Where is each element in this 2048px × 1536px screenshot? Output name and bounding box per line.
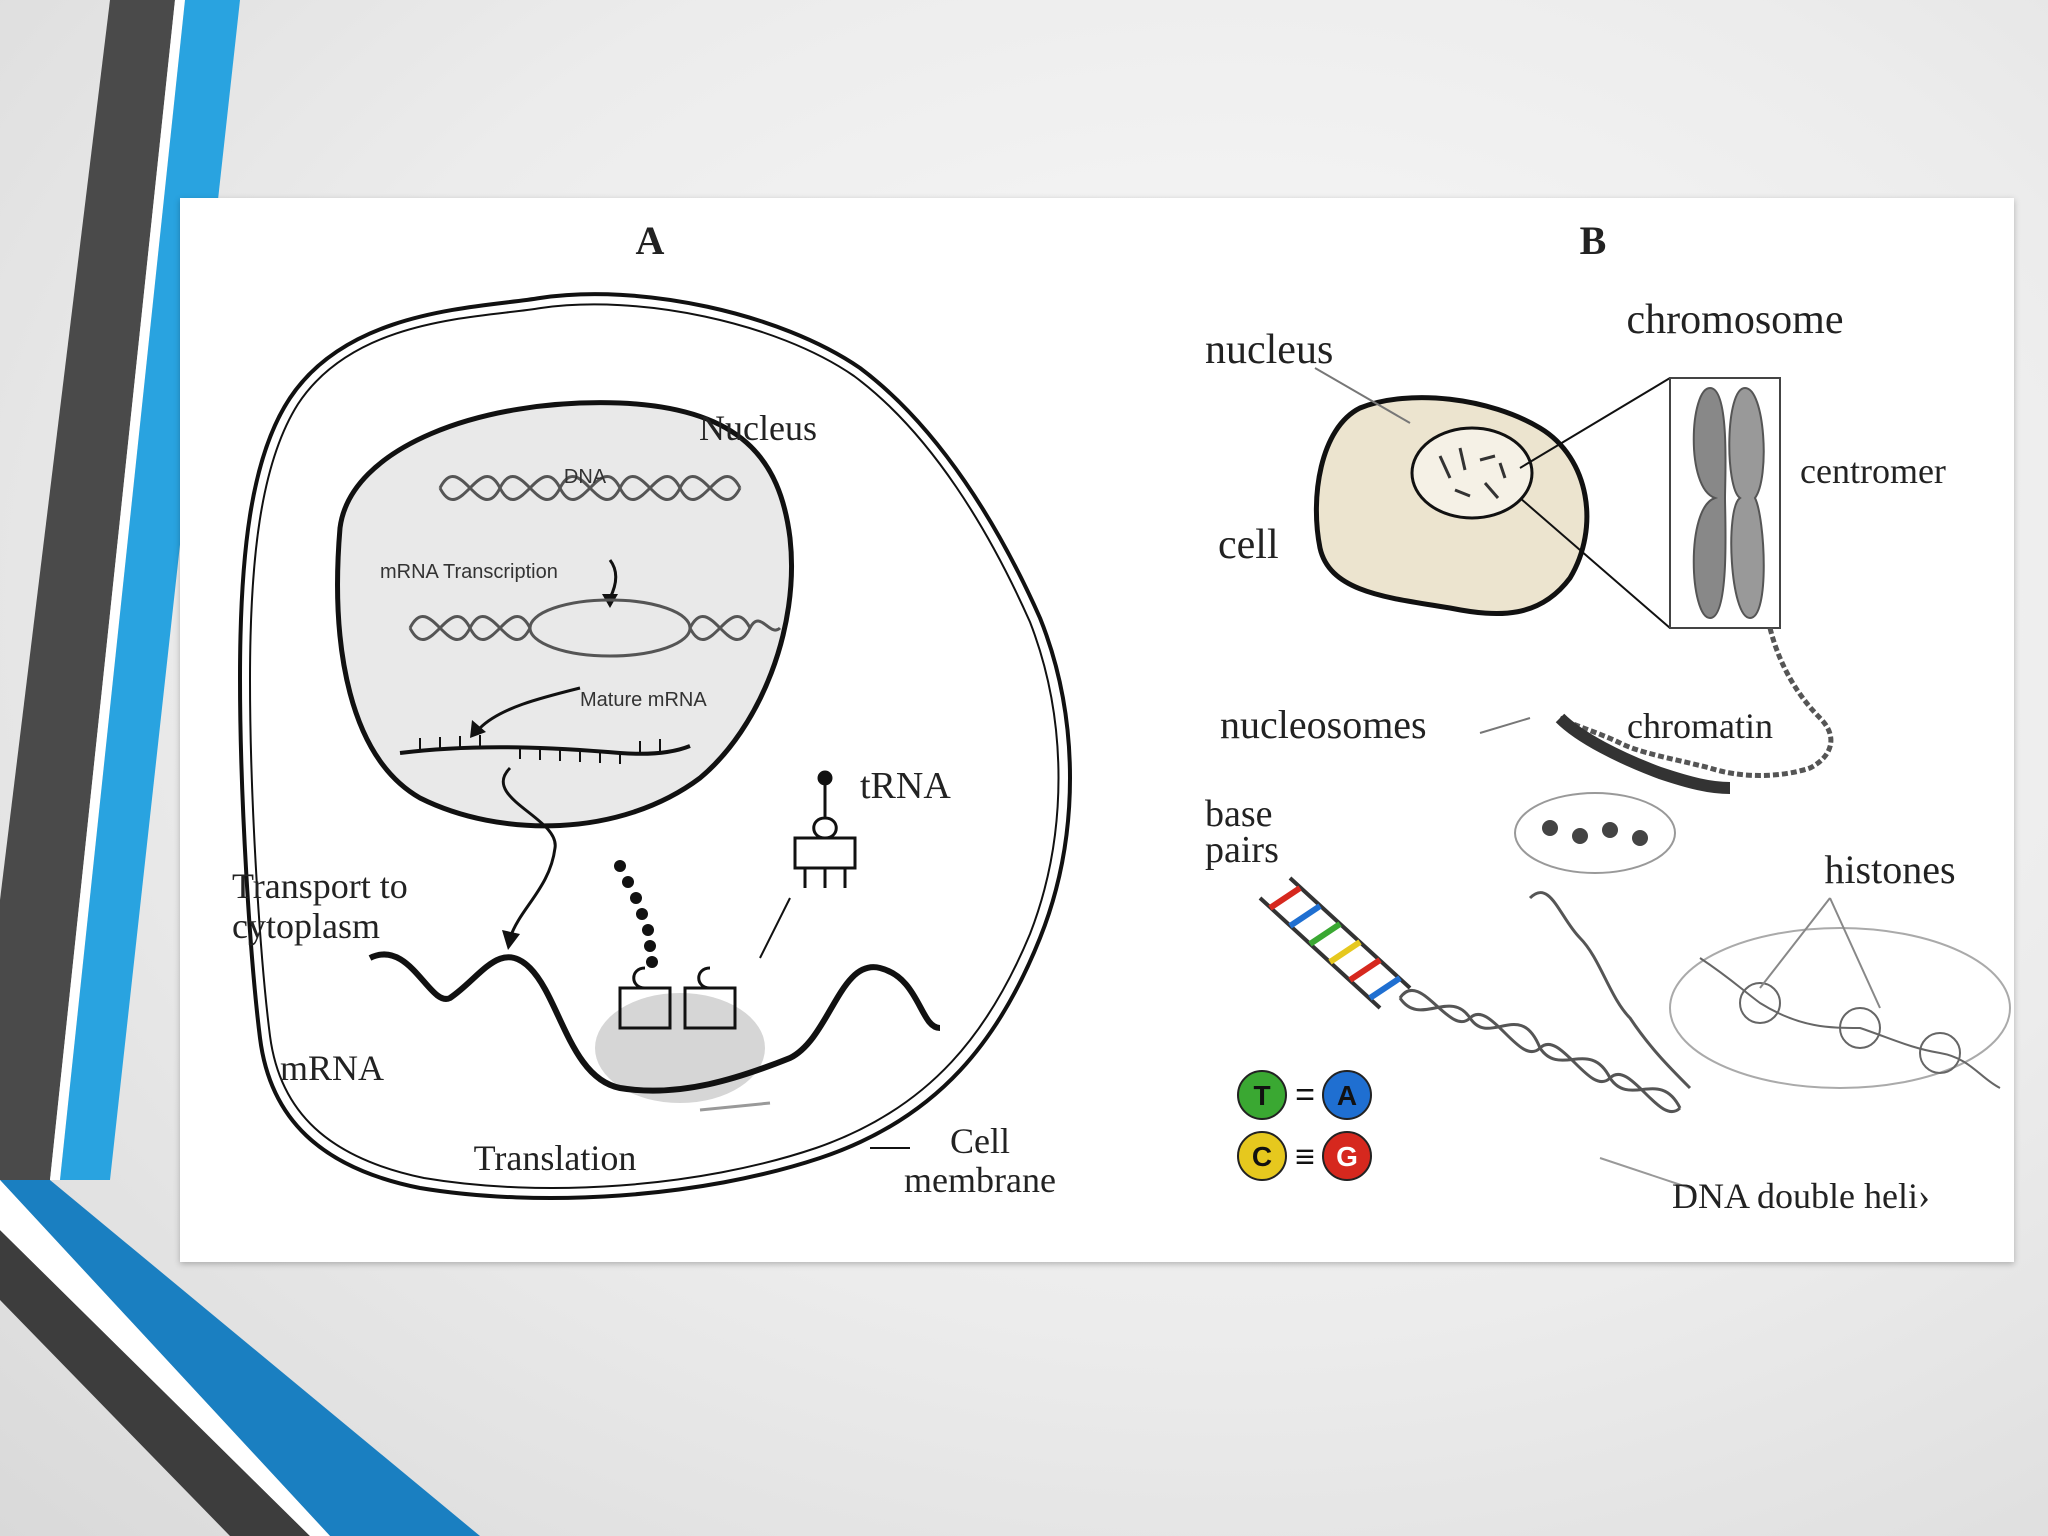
guanine-letter: G <box>1336 1141 1358 1172</box>
nucleus-pointer <box>1314 367 1411 424</box>
zoom-line-top <box>1519 377 1671 469</box>
base-pair-ladder <box>1258 876 1412 1010</box>
nucleosome-beads <box>1542 820 1648 846</box>
dna-helix-label: DNA double heli› <box>1672 1176 1930 1216</box>
bound-trna <box>618 966 737 1030</box>
translation-label: Translation <box>474 1138 637 1178</box>
nucleus-envelope <box>335 400 795 829</box>
mature-mrna-label: Mature mRNA <box>580 689 707 711</box>
nucleosomes-pointer <box>1479 717 1531 734</box>
cg-bond: ≡ <box>1295 1138 1315 1176</box>
nucleosome-zoom <box>1514 792 1676 874</box>
nuclear-mrna-ticks <box>419 735 661 764</box>
histone-zoom <box>1669 927 2011 1089</box>
nucleosomes-label: nucleosomes <box>1220 702 1427 747</box>
trna-label: tRNA <box>860 765 951 807</box>
guanine-badge <box>1322 1131 1372 1181</box>
cytosine-letter: C <box>1252 1141 1272 1172</box>
transcription-label: mRNA Transcription <box>380 561 558 583</box>
histones-label: histones <box>1824 847 1955 892</box>
mrna-label: mRNA <box>280 1048 384 1088</box>
chromosome-label: chromosome <box>1627 297 1844 343</box>
transcription-bubble <box>408 598 782 658</box>
centromere-label: centromer <box>1800 451 1946 491</box>
nucleus-label: Nucleus <box>699 408 817 448</box>
left-stripe-white <box>50 0 185 1180</box>
chromosome <box>1669 377 1781 629</box>
left-stripe-gray <box>0 0 175 1180</box>
adenine-badge <box>1322 1070 1372 1120</box>
figure-svg: A Nucleus DNA mRNA Transcription Mature … <box>232 218 2011 1216</box>
histone-pointers <box>1759 897 1881 1009</box>
dna-helix <box>438 474 742 502</box>
cell-nucleus <box>1410 426 1534 520</box>
ta-bond: = <box>1295 1076 1315 1114</box>
nuclear-mrna-strand <box>399 744 691 756</box>
base-label-line2: pairs <box>1205 829 1279 871</box>
mature-mrna-arrowhead <box>470 720 486 738</box>
legend-row-cg: C ≡ G <box>1237 1131 1372 1181</box>
adenine-letter: A <box>1337 1080 1357 1111</box>
chromatin-dense <box>1555 713 1731 794</box>
transport-arrowhead <box>502 930 520 950</box>
transport-label-line2: cytoplasm <box>232 906 380 946</box>
transport-label-line1: Transport to <box>232 866 408 906</box>
chromatin-coil <box>1558 627 1834 778</box>
base-pair-legend: T = A C ≡ G <box>1237 1070 1372 1181</box>
cell-membrane-outline <box>237 292 1072 1200</box>
trna-free <box>793 770 857 888</box>
transport-path <box>501 766 557 939</box>
panel-b-letter: B <box>1580 218 1607 263</box>
thymine-badge <box>1237 1070 1287 1120</box>
membrane-label-line2: membrane <box>904 1160 1056 1200</box>
dna-double-helix <box>1398 891 1692 1113</box>
cell-membrane-inner <box>248 303 1060 1189</box>
histone-coils <box>1699 957 2001 1089</box>
chromatin-label: chromatin <box>1627 706 1773 746</box>
legend-row-ta: T = A <box>1237 1070 1372 1120</box>
peptide-chain <box>614 860 658 968</box>
dna-label: DNA <box>564 466 607 488</box>
panel-a: A Nucleus DNA mRNA Transcription Mature … <box>232 218 1072 1200</box>
base-label-line1: base <box>1205 793 1273 835</box>
mrna-arrow <box>699 1101 771 1112</box>
b-nucleus-label: nucleus <box>1205 327 1333 373</box>
cell-label: cell <box>1218 522 1279 568</box>
helix-pointer <box>1599 1157 1691 1189</box>
trna-arrow <box>759 897 791 959</box>
ribosome <box>595 993 765 1103</box>
bottom-stripe-blue <box>0 1180 480 1536</box>
cytosine-badge <box>1237 1131 1287 1181</box>
panel-b: B chromosome nucleus centromer cell chro… <box>1205 218 2011 1216</box>
panel-a-letter: A <box>636 218 665 263</box>
bottom-stripe-white <box>0 1180 330 1536</box>
thymine-letter: T <box>1253 1080 1270 1111</box>
zoom-line-bottom <box>1519 497 1671 629</box>
nucleus-chromosomes <box>1438 447 1507 499</box>
membrane-label-line1: Cell <box>950 1121 1010 1161</box>
mature-mrna-arrow <box>478 686 581 730</box>
figure-panel: A Nucleus DNA mRNA Transcription Mature … <box>180 198 2014 1262</box>
cytoplasmic-mrna <box>368 951 941 1094</box>
